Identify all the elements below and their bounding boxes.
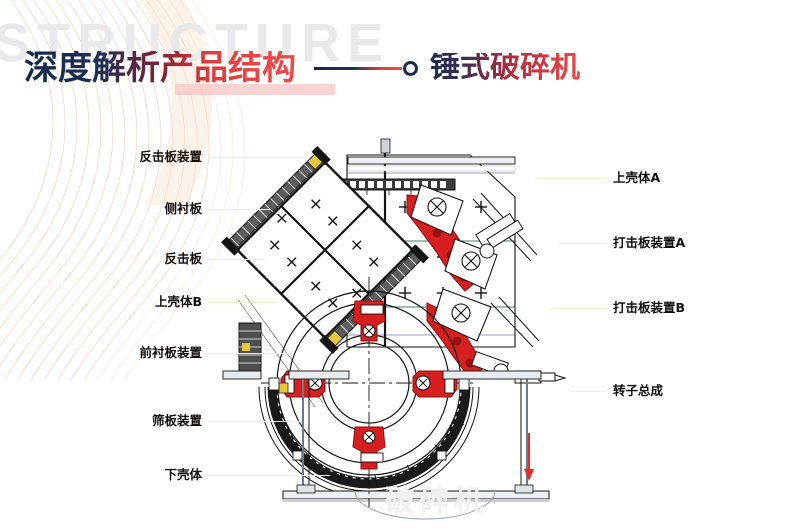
title-highlight-bar (175, 84, 335, 95)
bottom-watermark: 破碎机 (385, 484, 487, 519)
connector-dot (403, 60, 418, 76)
callout-label-right-0: 上壳体A (613, 170, 661, 185)
callout-leader-left-1 (208, 209, 270, 210)
callout-leader-right-3 (569, 391, 607, 392)
connector-line (314, 66, 402, 70)
callout-label-left-6: 下壳体 (164, 467, 202, 482)
hammer-crusher-diagram (221, 138, 567, 520)
down-arrow-icon (524, 433, 534, 481)
callout-leader-left-2 (208, 259, 266, 260)
callout-label-right-1: 打击板装置A (613, 235, 686, 250)
callout-leader-right-0 (535, 178, 607, 179)
callout-leader-right-1 (559, 243, 607, 244)
callout-label-left-1: 侧衬板 (164, 201, 202, 216)
callout-leader-right-2 (549, 308, 607, 309)
callout-leader-left-6 (208, 475, 330, 476)
line-with-circle-icon (314, 60, 418, 76)
callout-leader-left-0 (208, 157, 308, 158)
callout-label-left-5: 筛板装置 (151, 413, 202, 428)
structure-watermark: STRUCTURE (0, 13, 390, 73)
callout-label-right-3: 转子总成 (613, 383, 664, 398)
callout-leader-left-3 (208, 302, 278, 303)
poster-heading: 深度解析产品结构 锤式破碎机 (24, 51, 580, 85)
callout-label-right-2: 打击板装置B (613, 300, 686, 315)
callout-label-left-4: 前衬板装置 (139, 345, 202, 360)
page-subtitle: 锤式破碎机 (430, 50, 580, 85)
callout-leader-left-5 (208, 421, 300, 422)
callout-label-left-3: 上壳体B (154, 294, 202, 309)
callout-leader-left-4 (208, 353, 292, 354)
callout-label-left-2: 反击板 (164, 251, 202, 266)
callout-label-left-0: 反击板装置 (139, 149, 202, 164)
page-title: 深度解析产品结构 (24, 48, 296, 88)
